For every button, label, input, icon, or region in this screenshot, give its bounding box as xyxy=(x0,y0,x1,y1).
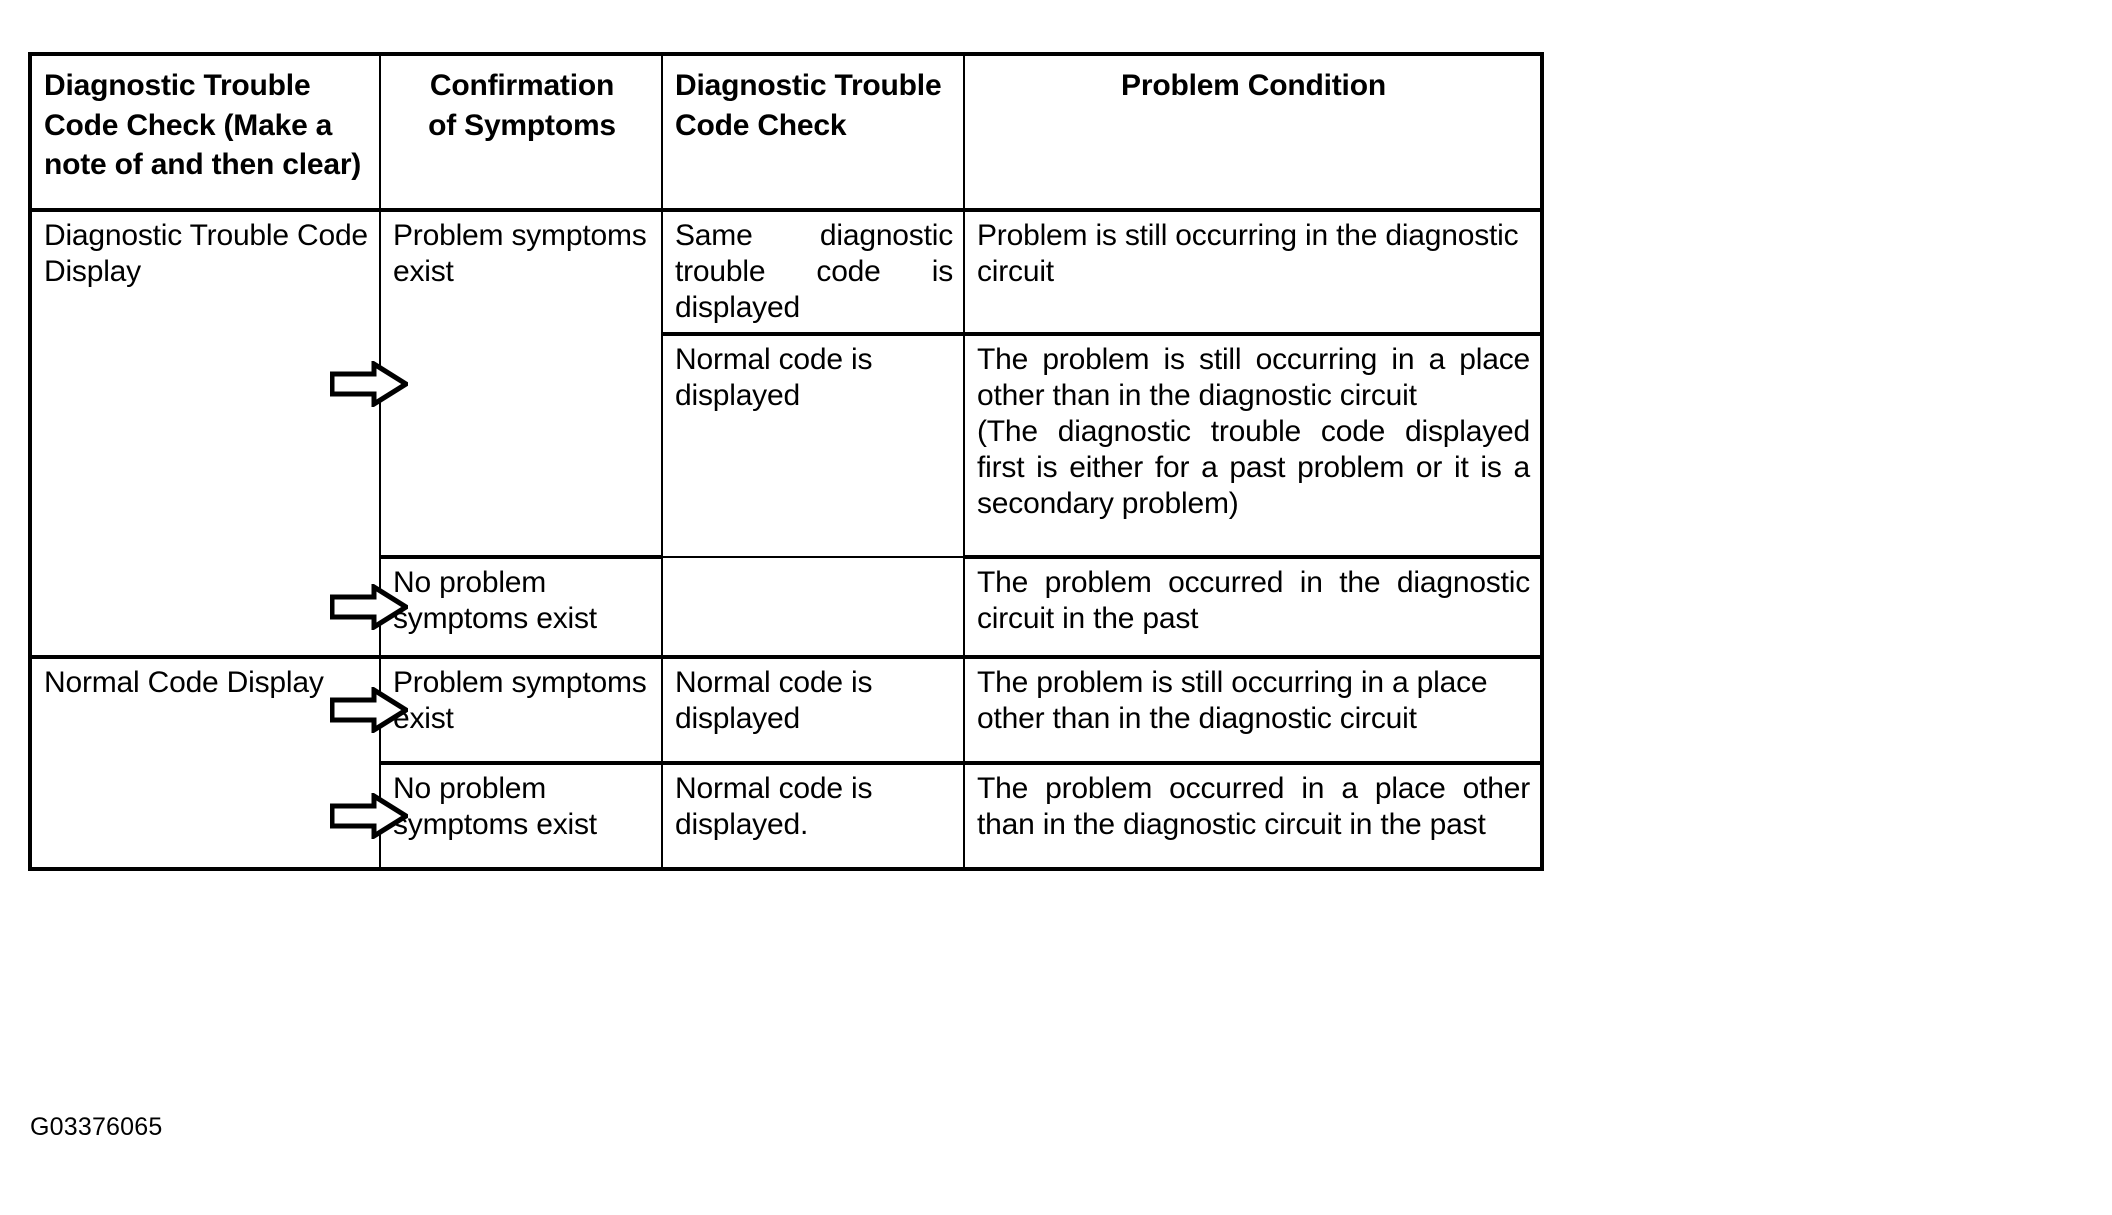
table-row: Normal Code Display Problem symptoms exi… xyxy=(29,655,1543,870)
cell-code-check-normal-code-g2a: Normal code is displayed xyxy=(661,655,965,764)
column-header-problem-condition: Problem Condition xyxy=(963,54,1543,212)
table-row: Normal code is displayed The problem is … xyxy=(30,332,1543,558)
cell-symptoms-no-problem-g1: No problem symptoms exist xyxy=(379,555,663,659)
column-header-diagnostic-trouble-code-check: Diagnostic Trouble Code Check xyxy=(661,54,965,212)
cell-code-check-normal-code-g2b: Normal code is displayed. xyxy=(661,761,965,870)
cell-check-result-dtc-display: Diagnostic Trouble Code Display xyxy=(29,209,381,659)
column-header-dtc-check-make-note: Diagnostic Trouble Code Check (Make a no… xyxy=(29,54,381,212)
table-header: Diagnostic Trouble Code Check (Make a no… xyxy=(29,54,1543,212)
figure-caption: G03376065 xyxy=(30,1113,163,1141)
cell-symptoms-problem-exist-g2: Problem symptoms exist xyxy=(379,655,663,764)
cell-problem-condition-other-place-g1: The problem is still occurring in a plac… xyxy=(963,332,1543,558)
cell-check-result-normal-code-display: Normal Code Display xyxy=(29,655,381,870)
table-row: Diagnostic Trouble Code Display Problem … xyxy=(29,209,1543,659)
column-header-confirmation-of-symptoms: Confirmation of Symptoms xyxy=(379,54,663,212)
table-row: No problem symptoms exist Normal code is… xyxy=(30,761,1543,870)
cell-symptoms-no-problem-g2: No problem symptoms exist xyxy=(379,761,663,870)
table-row: No problem symptoms exist The problem oc… xyxy=(30,555,1543,659)
table-body: Diagnostic Trouble Code Display Problem … xyxy=(29,209,1543,870)
cell-code-check-normal-code-g1: Normal code is displayed xyxy=(661,332,965,558)
cell-problem-condition-past-other-place: The problem occurred in a place other th… xyxy=(963,761,1543,870)
cell-problem-condition-other-place-g2: The problem is still occurring in a plac… xyxy=(963,655,1543,764)
table-header-row: Diagnostic Trouble Code Check (Make a no… xyxy=(29,54,1543,212)
cell-symptoms-problem-exist-g1: Problem symptoms exist xyxy=(379,209,663,558)
diagnostic-trouble-code-table: Diagnostic Trouble Code Check (Make a no… xyxy=(28,52,1544,871)
cell-code-check-same-dtc: Same diagnostic trouble code is displaye… xyxy=(661,209,965,335)
cell-code-check-empty-g1 xyxy=(661,556,965,659)
cell-problem-condition-past-diag: The problem occurred in the diagnostic c… xyxy=(963,555,1543,659)
cell-problem-condition-still-occurring-diag: Problem is still occurring in the diagno… xyxy=(963,209,1543,335)
